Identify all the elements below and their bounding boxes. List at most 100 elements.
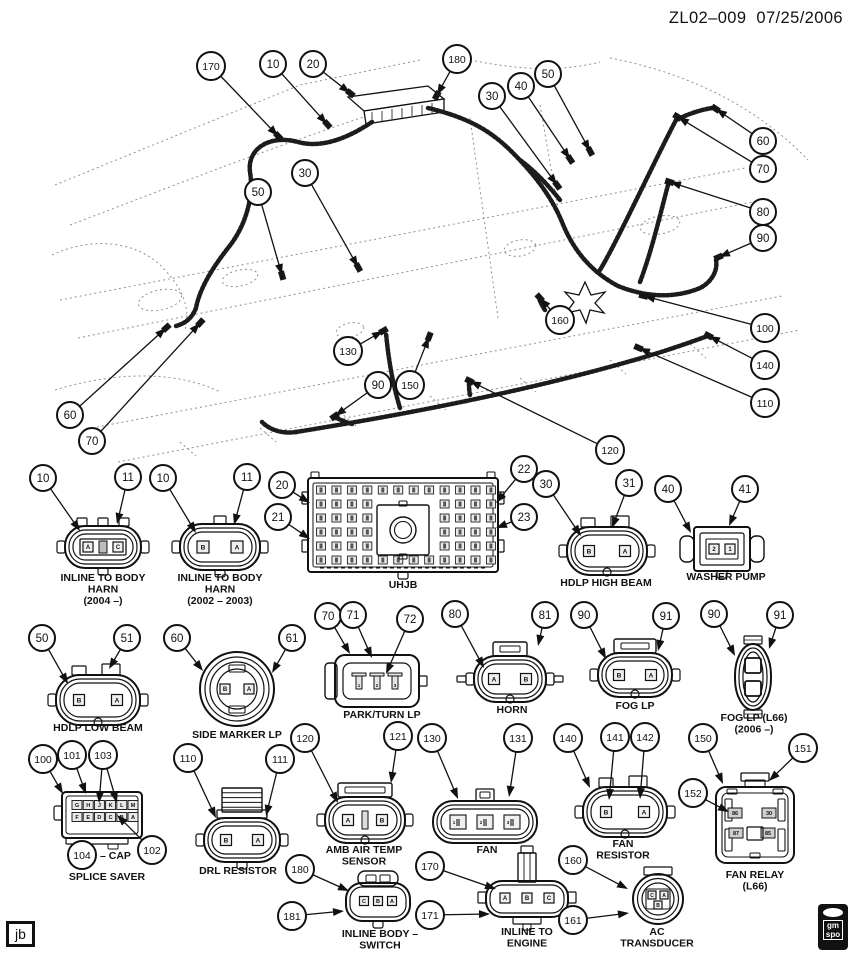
fuse-glyph — [350, 557, 354, 563]
callout-number: 181 — [283, 911, 301, 923]
terminal-box — [251, 833, 265, 847]
callout-circle — [570, 601, 598, 629]
top-tab — [71, 665, 87, 676]
terminal-box — [112, 541, 124, 553]
shell-ring — [59, 678, 137, 722]
fuse-glyph — [443, 487, 447, 493]
terminal-box — [647, 890, 657, 900]
outline — [312, 482, 494, 568]
fuse-glyph — [365, 487, 369, 493]
leader-line — [281, 73, 323, 119]
terminal-box — [243, 683, 255, 695]
side-ear — [259, 540, 269, 554]
callout-number: 102 — [143, 845, 161, 857]
terminal-letter: C — [116, 545, 121, 551]
side-latch — [301, 539, 309, 553]
connector-blob — [703, 331, 714, 341]
callout-circle — [28, 624, 56, 652]
callout-number: 152 — [684, 788, 702, 800]
harness-run — [383, 330, 403, 411]
callout-number: 71 — [347, 610, 360, 622]
leader-arrowhead — [272, 661, 281, 673]
terminal-box — [72, 693, 86, 707]
terminal-letter: B — [604, 809, 609, 816]
callout-71: 71 — [339, 601, 372, 658]
terminal-box — [599, 805, 613, 819]
leader-line — [260, 204, 281, 268]
connector-blob — [672, 111, 683, 122]
callout-number: 22 — [518, 464, 531, 476]
fuse-glyph — [489, 487, 493, 493]
leader-arrowhead — [536, 634, 545, 646]
callout-number: 80 — [449, 609, 462, 621]
leader-line — [614, 494, 626, 521]
sketch-line — [91, 295, 783, 429]
terminal-box — [375, 813, 389, 827]
fuse-glyph — [334, 487, 338, 493]
callout-100: 100 — [638, 291, 780, 343]
leader-arrowhead — [110, 791, 118, 803]
outline — [699, 532, 745, 566]
callout-number: 110 — [180, 753, 197, 765]
callout-50: 50 — [244, 178, 287, 281]
fuse-glyph — [334, 501, 338, 507]
leader-line — [646, 350, 753, 398]
callout-circle — [277, 901, 307, 931]
callout-number: 50 — [36, 633, 49, 645]
terminal-box — [543, 892, 555, 904]
leader-line — [586, 913, 622, 919]
leader-line — [443, 913, 483, 916]
leader-line — [552, 494, 578, 530]
callout-90: 90 — [329, 371, 392, 422]
callout-142: 142 — [630, 722, 660, 799]
shell-ring — [734, 643, 772, 711]
callout-circle — [364, 371, 392, 399]
callout-130: 130 — [333, 325, 389, 366]
harness-run — [615, 257, 719, 298]
side-ear — [574, 805, 584, 819]
shell-ring — [590, 794, 660, 830]
terminal-letter: A — [131, 815, 135, 821]
connector-blob — [195, 317, 206, 328]
callout-circle — [700, 600, 728, 628]
leader-arrowhead — [95, 791, 104, 803]
leader-arrowhead — [337, 882, 349, 891]
leader-line — [106, 768, 116, 796]
left-bracket — [324, 662, 338, 700]
terminal-letter: G — [75, 803, 79, 809]
terminal-box — [93, 812, 105, 822]
callout-181: 181 — [277, 901, 344, 931]
harness-run — [637, 182, 671, 285]
top-tab — [213, 515, 227, 525]
relay-box-ribs — [371, 103, 433, 122]
side-wing — [477, 891, 487, 904]
gm-spo-logo: gm spo — [818, 904, 848, 950]
callout-50: 50 — [534, 60, 596, 157]
callout-104: 104– CAP — [67, 840, 131, 870]
bottom-bracket — [512, 916, 542, 925]
leader-arrowhead — [484, 881, 496, 890]
shell-ring — [601, 656, 669, 694]
fuse-glyph — [458, 557, 462, 563]
sketch-line — [54, 59, 421, 186]
leader-line — [509, 751, 517, 790]
top-bolt — [486, 471, 496, 479]
leader-arrowhead — [233, 513, 241, 525]
terminal-box — [127, 800, 139, 810]
callout-circle — [630, 722, 660, 752]
callout-circle — [29, 464, 57, 492]
fuse-glyph — [474, 487, 477, 493]
callout-number: 180 — [448, 54, 466, 66]
callout-number: 10 — [267, 59, 280, 71]
callout-number: 20 — [276, 480, 289, 492]
bottom-tab — [214, 569, 226, 578]
callout-circle — [503, 723, 533, 753]
callout-circle — [558, 905, 588, 935]
callout-number: 81 — [539, 610, 552, 622]
callout-111: 111 — [264, 744, 295, 816]
bottom-notch — [505, 694, 515, 704]
fuse-glyph — [489, 501, 493, 507]
fuse-glyph — [458, 543, 462, 549]
